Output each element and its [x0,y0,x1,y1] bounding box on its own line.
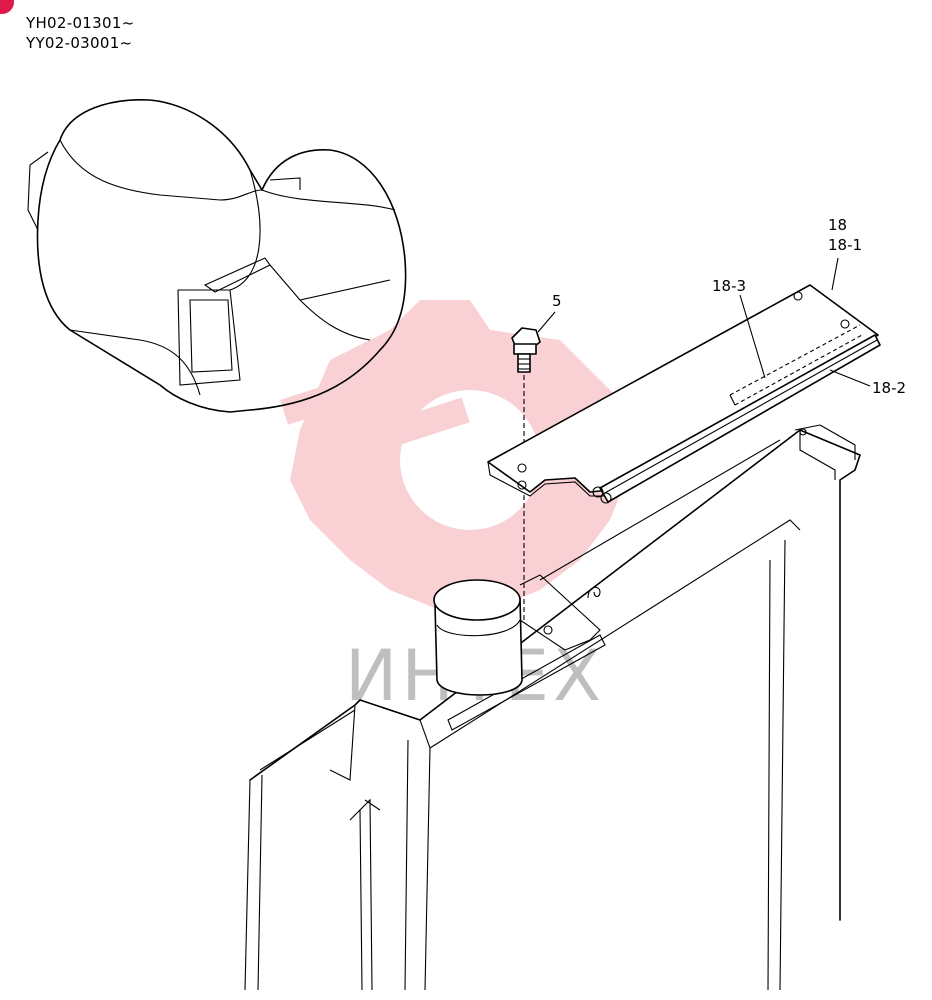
radiator-cap [433,579,523,696]
hood-assembly [27,99,407,413]
callout-5: 5 [552,292,562,310]
callout-18: 18 [828,216,847,234]
serial-range-1: YH02-01301~ [26,14,135,32]
leader-line-18-1 [831,257,839,291]
leader-line-5 [537,311,556,333]
callout-18-3: 18-3 [712,277,746,295]
radiator-assembly [244,424,861,991]
leader-line-18-2 [829,369,871,387]
callout-18-1: 18-1 [828,236,862,254]
serial-range-2: YY02-03001~ [26,34,133,52]
bracket-plate-part-18 [487,284,879,497]
leader-line-18-3 [739,294,766,379]
watermark-gear-icon [280,300,640,610]
rail-strip-part-18-2 [592,334,881,504]
bolt-part-5 [511,327,541,620]
callout-18-2: 18-2 [872,379,906,397]
